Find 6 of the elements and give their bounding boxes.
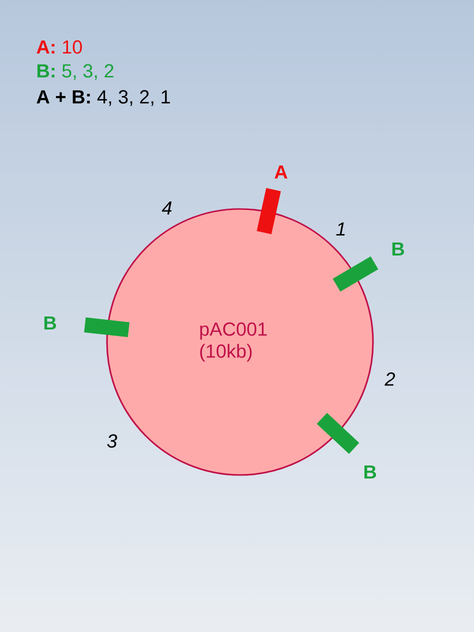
- legend-line: A: 10: [36, 40, 82, 54]
- fragment-size: 2: [384, 372, 395, 386]
- legend-line: A + B: 4, 3, 2, 1: [36, 90, 170, 106]
- fragment-size: 3: [107, 434, 118, 448]
- legend-line: B: 5, 3, 2: [37, 64, 114, 80]
- fragment-size: 1: [336, 222, 345, 236]
